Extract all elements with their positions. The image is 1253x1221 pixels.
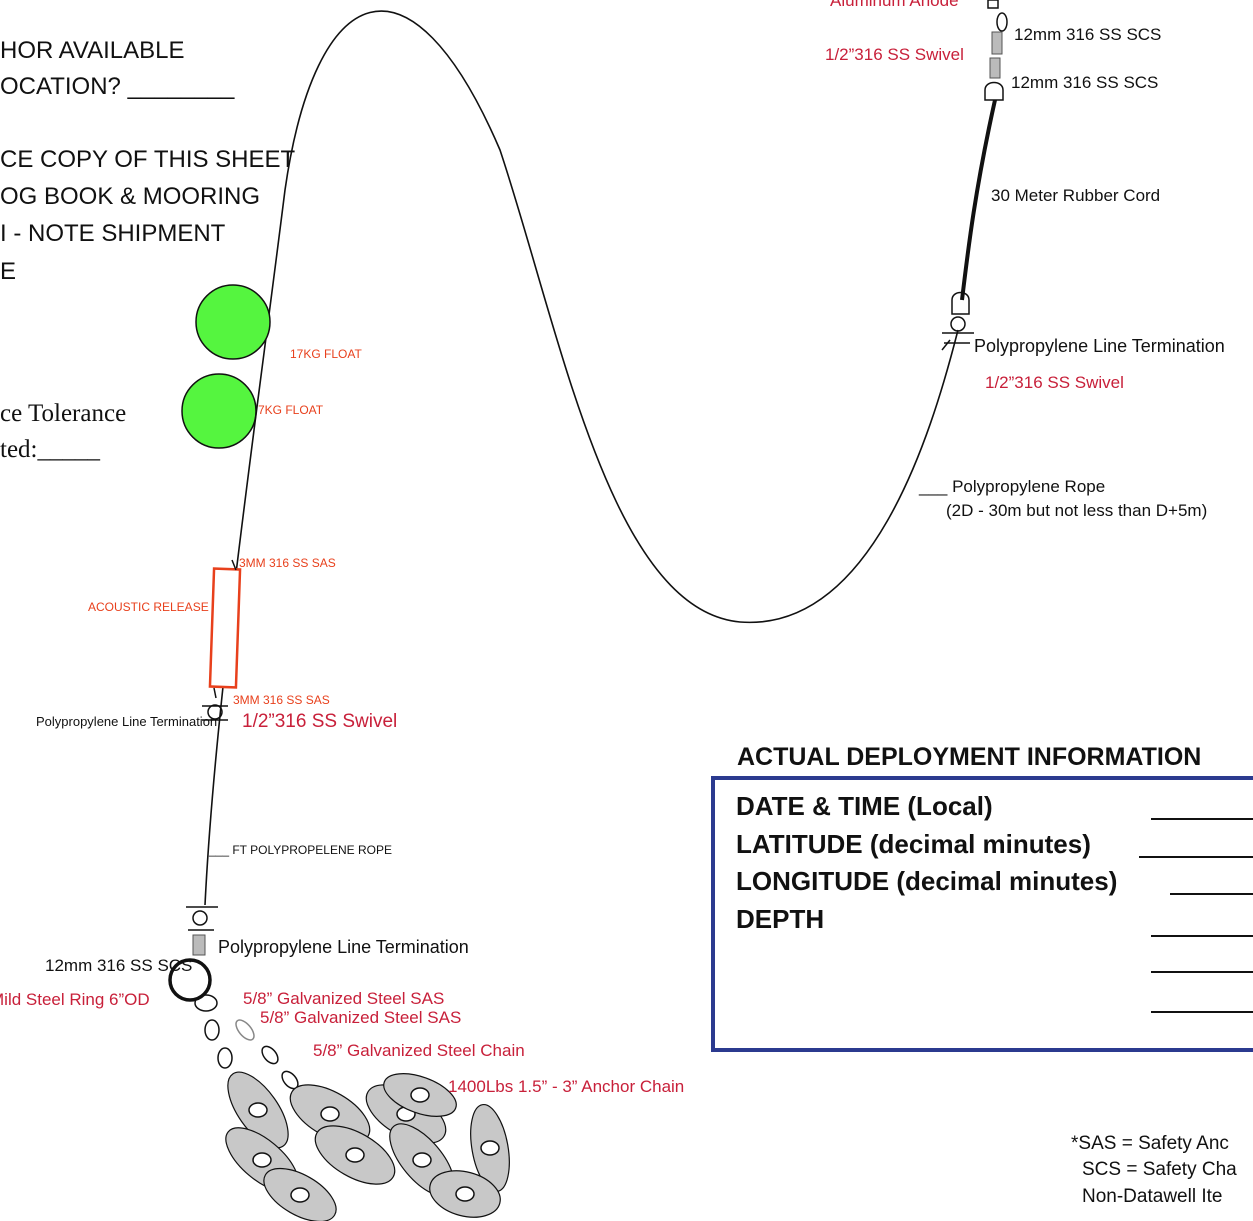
anchor-chain-ring xyxy=(252,1152,272,1168)
label-mild-steel-ring: Mild Steel Ring 6”OD xyxy=(0,990,150,1009)
deployment-longitude: LONGITUDE (decimal minutes) xyxy=(736,866,1118,896)
note-anchor-line2: OCATION? ________ xyxy=(0,73,235,100)
deployment-title: ACTUAL DEPLOYMENT INFORMATION xyxy=(737,743,1202,771)
label-galv-sas-1: 5/8” Galvanized Steel SAS xyxy=(243,989,445,1008)
deployment-date-time: DATE & TIME (Local) xyxy=(736,791,993,821)
label-sas-lower: 3MM 316 SS SAS xyxy=(233,693,330,707)
label-swivel-left: 1/2”316 SS Swivel xyxy=(242,711,398,732)
anchor-chain-ring xyxy=(412,1152,432,1168)
note-tolerance-line1: ce Tolerance xyxy=(0,400,127,427)
latitude-blank[interactable] xyxy=(1139,856,1253,858)
legend-scs: SCS = Safety Cha xyxy=(1082,1159,1237,1180)
legend-sas: *SAS = Safety Anc xyxy=(1071,1133,1229,1154)
longitude-blank[interactable] xyxy=(1170,893,1253,895)
anchor-chain-ring xyxy=(290,1187,310,1203)
label-float-1: 17KG FLOAT xyxy=(290,347,362,361)
galv-chain xyxy=(194,994,299,1090)
anchor-chain-ring xyxy=(248,1102,268,1118)
float-1 xyxy=(195,284,271,360)
depth-blank[interactable] xyxy=(1151,935,1253,937)
label-acoustic-release: ACOUSTIC RELEASE xyxy=(88,600,209,614)
label-scs-top-1: 12mm 316 SS SCS xyxy=(1014,25,1162,44)
anode-icon xyxy=(987,0,999,9)
rubber-cord xyxy=(960,99,997,301)
label-pp-termination-bottom: Polypropylene Line Termination xyxy=(218,937,469,957)
acoustic-release-body xyxy=(208,567,242,689)
mooring-line-loop xyxy=(204,10,959,906)
label-rubber-cord: 30 Meter Rubber Cord xyxy=(991,186,1161,205)
label-pp-termination-left: Polypropylene Line Termination xyxy=(36,714,218,729)
right-termination xyxy=(941,291,974,351)
deployment-box xyxy=(711,776,1253,1052)
deployment-latitude: LATITUDE (decimal minutes) xyxy=(736,829,1091,859)
date-time-blank[interactable] xyxy=(1151,818,1253,820)
label-galv-chain: 5/8” Galvanized Steel Chain xyxy=(313,1041,525,1060)
label-pp-rope-right-2: (2D - 30m but not less than D+5m) xyxy=(946,501,1208,520)
anchor-chain-ring xyxy=(410,1087,430,1103)
extra-blank-1[interactable] xyxy=(1151,971,1253,973)
anchor-chain xyxy=(225,1071,510,1221)
label-scs-bottom: 12mm 316 SS SCS xyxy=(45,956,193,975)
label-sas-upper: 3MM 316 SS SAS xyxy=(239,556,336,570)
float-2 xyxy=(181,373,257,449)
label-float-2: 7KG FLOAT xyxy=(258,403,324,417)
note-copy-line3: I - NOTE SHIPMENT xyxy=(0,220,226,247)
label-pp-rope-right-1: ___ Polypropylene Rope xyxy=(919,477,1106,496)
anchor-chain-ring xyxy=(320,1106,340,1122)
label-swivel-top: 1/2”316 SS Swivel xyxy=(825,45,964,64)
top-hardware xyxy=(984,0,1008,101)
label-ft-pp-rope: ___ FT POLYPROPELENE ROPE xyxy=(209,843,392,857)
anchor-chain-ring xyxy=(455,1186,475,1202)
left-termination xyxy=(202,704,228,721)
label-pp-termination-right: Polypropylene Line Termination xyxy=(974,336,1225,356)
extra-blank-2[interactable] xyxy=(1151,1011,1253,1013)
label-anchor-chain: 1400Lbs 1.5” - 3” Anchor Chain xyxy=(448,1077,685,1096)
bottom-termination xyxy=(186,906,218,956)
mild-steel-ring xyxy=(168,958,212,1002)
note-copy-line4: E xyxy=(0,258,17,285)
anchor-chain-ring xyxy=(345,1147,365,1163)
label-swivel-right: 1/2”316 SS Swivel xyxy=(985,373,1124,392)
note-tolerance-line2: ted:_____ xyxy=(0,436,100,463)
label-galv-sas-2: 5/8” Galvanized Steel SAS xyxy=(260,1008,462,1027)
legend-non-datawell: Non-Datawell Ite xyxy=(1082,1186,1223,1207)
note-copy-line1: CE COPY OF THIS SHEET xyxy=(0,146,296,173)
note-copy-line2: OG BOOK & MOORING xyxy=(0,183,261,210)
label-scs-top-2: 12mm 316 SS SCS xyxy=(1011,73,1159,92)
note-anchor-line1: HOR AVAILABLE xyxy=(0,37,185,64)
label-aluminum-anode: Aluminum Anode xyxy=(830,0,959,10)
deployment-depth: DEPTH xyxy=(736,904,825,934)
anchor-chain-ring xyxy=(480,1140,500,1156)
